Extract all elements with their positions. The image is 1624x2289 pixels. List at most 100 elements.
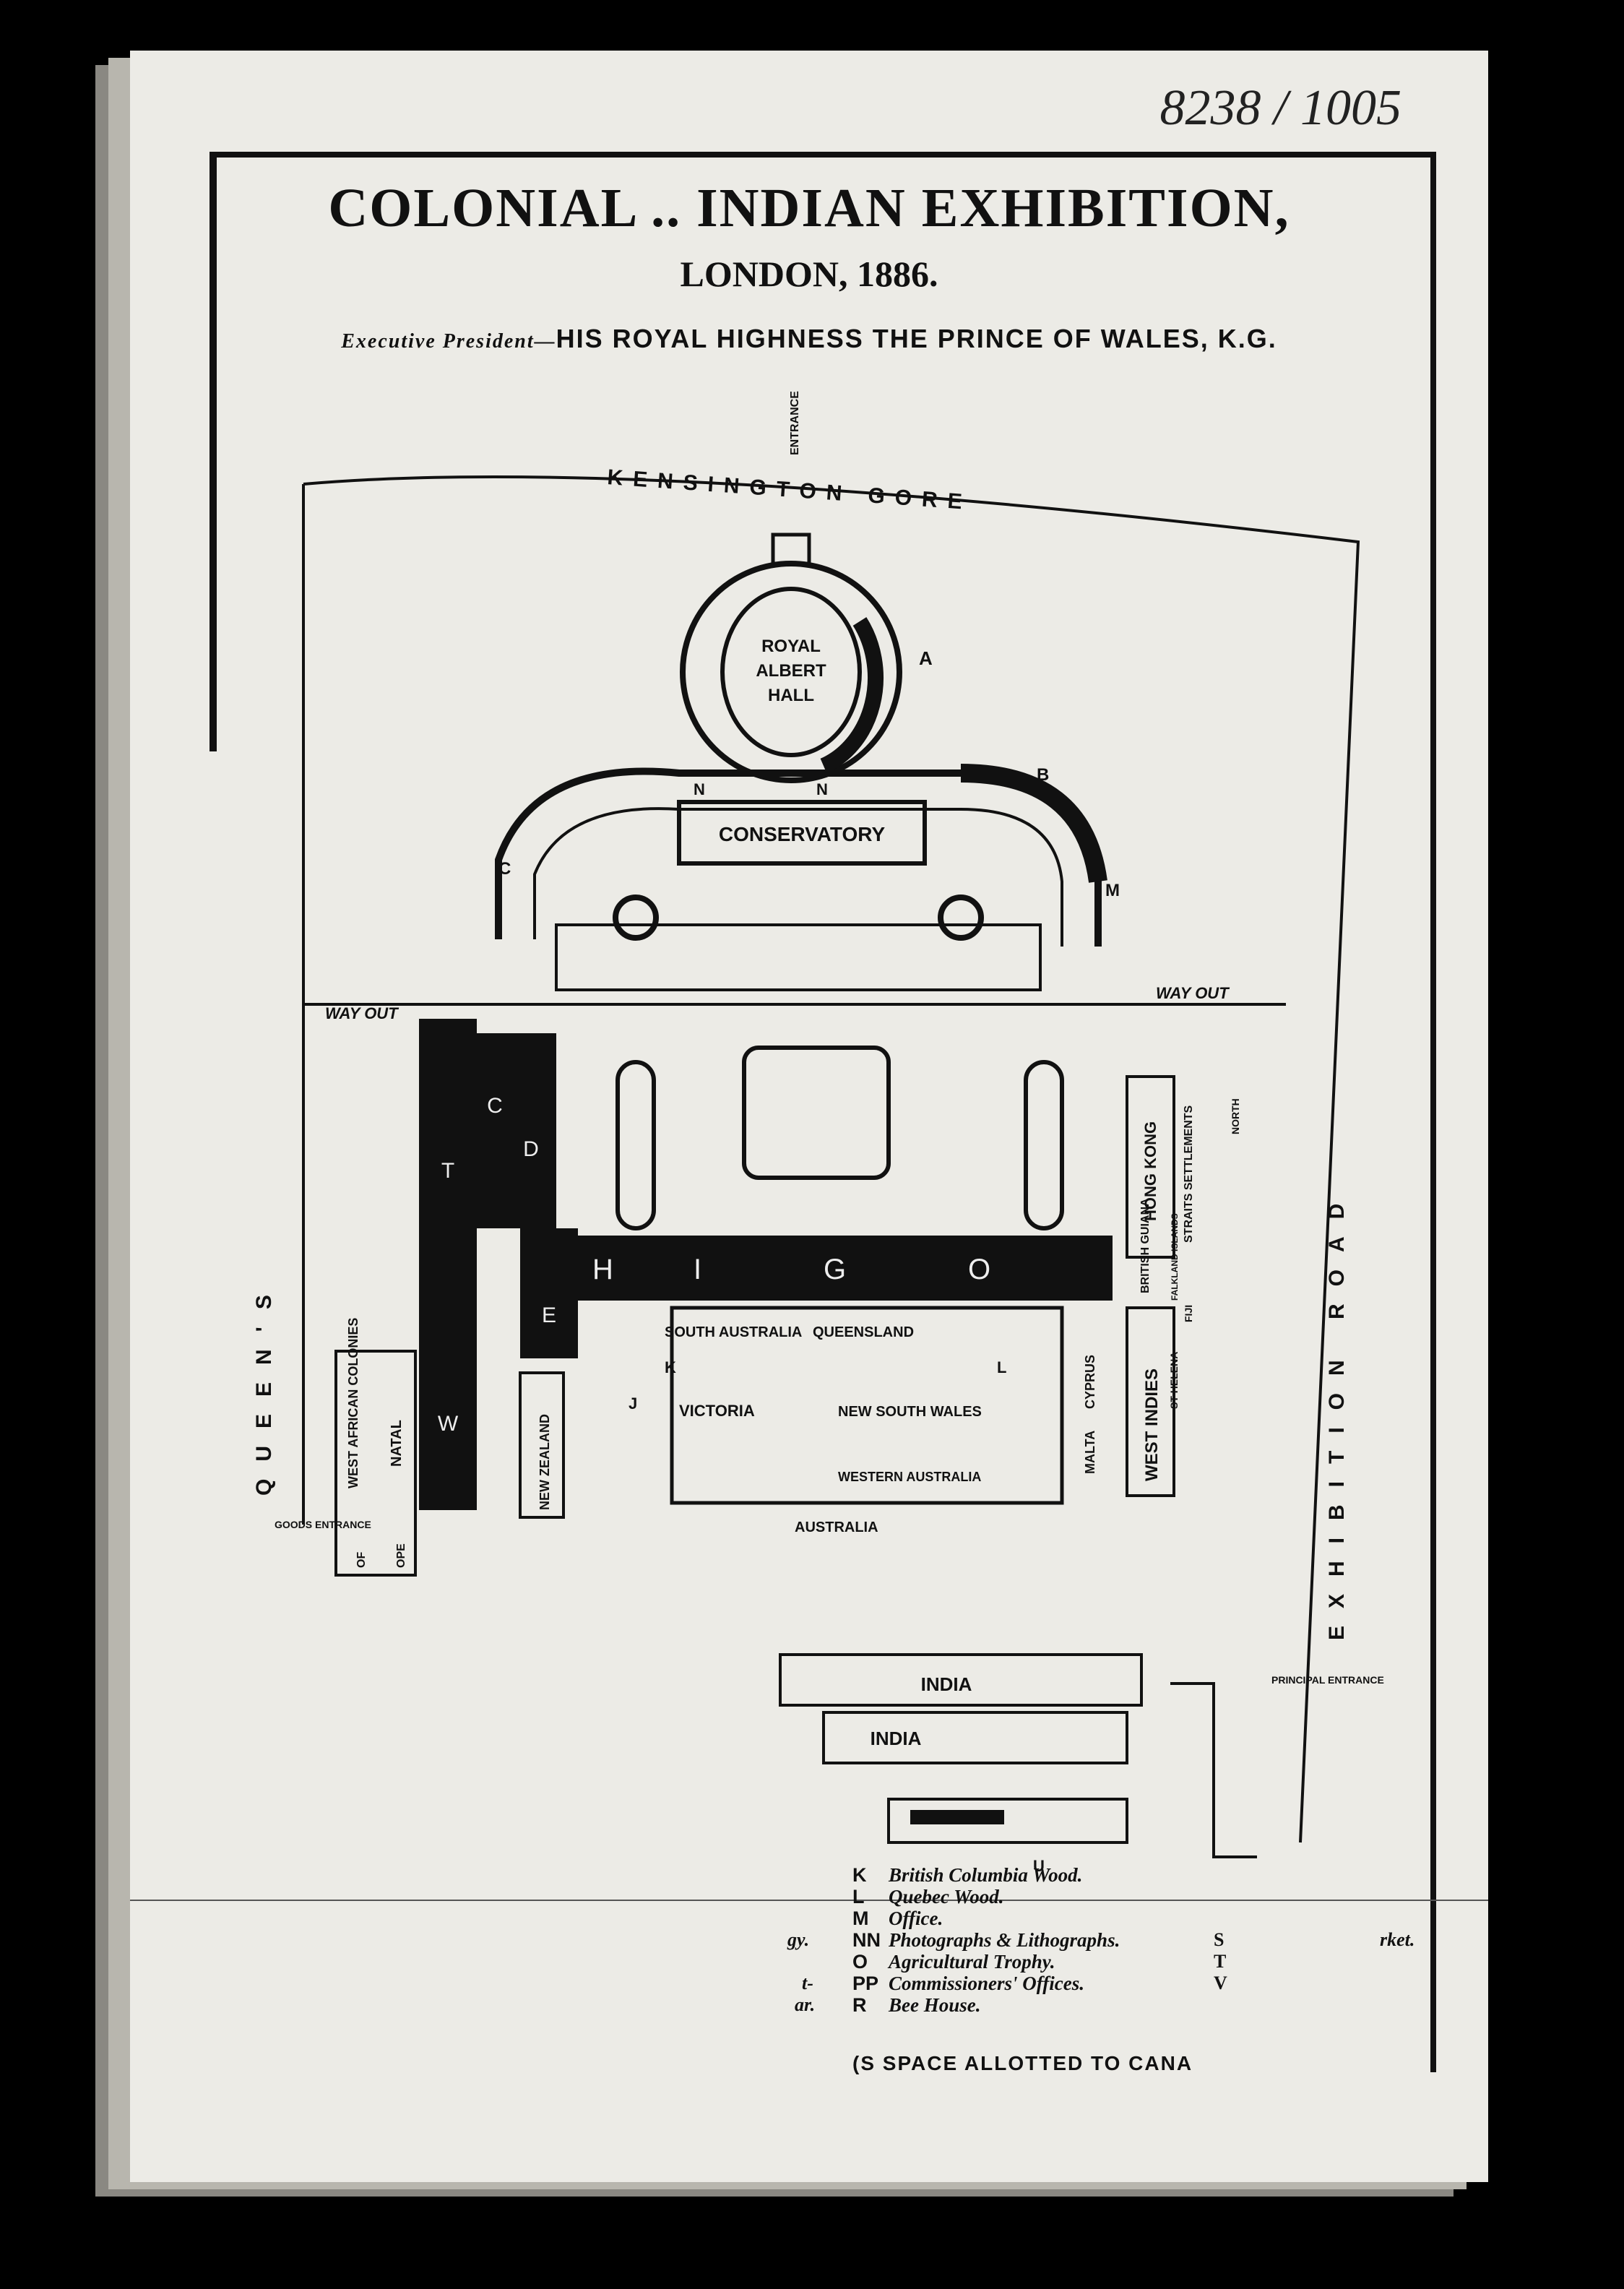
of-label: OF bbox=[355, 1552, 368, 1568]
india-label-2: INDIA bbox=[871, 1728, 922, 1749]
north-label: NORTH bbox=[1230, 1098, 1241, 1134]
marker-c-arc: C bbox=[498, 859, 511, 879]
hall-label-3: HALL bbox=[768, 686, 814, 705]
australia-label: AUSTRALIA bbox=[795, 1519, 878, 1535]
garden-terrace bbox=[555, 923, 1042, 991]
colonies-court bbox=[334, 1350, 417, 1577]
albert-hall-dark-arc bbox=[820, 617, 884, 774]
fiji-label: FIJI bbox=[1183, 1305, 1194, 1322]
nsw-label: NEW SOUTH WALES bbox=[838, 1404, 982, 1420]
albert-hall-outer bbox=[680, 561, 902, 783]
west-indies-court bbox=[1126, 1306, 1175, 1497]
south-australia-label: SOUTH AUSTRALIA bbox=[665, 1324, 802, 1340]
garden-arcade bbox=[495, 767, 1102, 947]
east-buildings bbox=[1170, 1682, 1257, 1858]
executive-president: Executive President—HIS ROYAL HIGHNESS T… bbox=[130, 324, 1488, 354]
principal-entrance-label: PRINCIPAL ENTRANCE bbox=[1271, 1674, 1384, 1686]
president-name: HIS ROYAL HIGHNESS THE PRINCE OF WALES, … bbox=[556, 324, 1277, 353]
gallery-i-label: I bbox=[694, 1254, 701, 1285]
footer-note: (S SPACE ALLOTTED TO CANA bbox=[852, 2052, 1193, 2074]
legend-fragment: t- bbox=[802, 1973, 813, 1993]
fountain-west bbox=[613, 895, 659, 941]
fountain-east bbox=[938, 895, 984, 941]
marker-n2: N bbox=[816, 780, 828, 798]
page-border-left bbox=[210, 152, 217, 751]
arcade-dark-east bbox=[960, 764, 1107, 883]
indian-annex-dark bbox=[910, 1810, 1004, 1824]
legend-fragment: gy. bbox=[787, 1929, 810, 1950]
hall-label-2: ALBERT bbox=[756, 661, 826, 681]
marker-u: U bbox=[1033, 1857, 1045, 1875]
gallery-h-i-g-o bbox=[563, 1236, 1113, 1301]
hong-kong-label: HONG KONG bbox=[1141, 1121, 1159, 1221]
way-out-left: WAY OUT bbox=[325, 1004, 399, 1022]
block-e-label: E bbox=[542, 1303, 556, 1327]
hong-kong-court bbox=[1126, 1075, 1175, 1259]
court-west bbox=[742, 1046, 891, 1180]
gallery-o-label: O bbox=[968, 1254, 990, 1285]
west-african-label: WEST AFRICAN COLONIES bbox=[346, 1318, 360, 1488]
block-c-d bbox=[477, 1033, 556, 1228]
legend-fragment: rket. bbox=[1380, 1929, 1415, 1950]
page-sheet: 8238 / 1005 COLONIAL .. INDIAN EXHIBITIO… bbox=[130, 51, 1488, 2182]
conservatory-label: CONSERVATORY bbox=[719, 823, 886, 845]
legend-fragment: S bbox=[1214, 1929, 1225, 1950]
marker-n1: N bbox=[694, 780, 705, 798]
indian-annex bbox=[887, 1798, 1128, 1844]
cape-label: OPE bbox=[395, 1543, 407, 1568]
albert-hall-inner bbox=[720, 587, 862, 757]
block-t bbox=[419, 1019, 477, 1337]
hall-entrance-block bbox=[771, 533, 811, 566]
marker-l: L bbox=[997, 1358, 1006, 1376]
natal-label: NATAL bbox=[389, 1420, 405, 1467]
entrance-label: ENTRANCE bbox=[789, 391, 801, 455]
straits-label: STRAITS SETTLEMENTS bbox=[1183, 1105, 1195, 1243]
australasia-hall bbox=[670, 1306, 1064, 1505]
legend-fragment: ar. bbox=[795, 1994, 816, 2015]
exhibition-subtitle: LONDON, 1886. bbox=[680, 254, 938, 294]
block-t-label: T bbox=[441, 1159, 454, 1183]
gallery-h-label: H bbox=[592, 1254, 613, 1285]
block-w bbox=[419, 1337, 477, 1510]
pond-east bbox=[1024, 1060, 1064, 1230]
site-plan: ROYAL ALBERT HALL A CONSERVATORY N N B C… bbox=[130, 391, 1488, 1901]
hall-label-1: ROYAL bbox=[761, 637, 821, 656]
marker-a: A bbox=[919, 647, 933, 669]
new-zealand-label: NEW ZEALAND bbox=[537, 1414, 552, 1510]
india-label-1: INDIA bbox=[921, 1673, 972, 1695]
marker-b: B bbox=[1037, 765, 1049, 785]
malta-label: MALTA bbox=[1083, 1431, 1097, 1474]
queens-label: QUEEN'S bbox=[252, 1277, 276, 1496]
page-border bbox=[210, 152, 1436, 2072]
legend-fragment: T bbox=[1214, 1951, 1227, 1972]
president-label: Executive President— bbox=[341, 330, 556, 353]
handwritten-note: 8238 / 1005 bbox=[1159, 80, 1401, 136]
falkland-label: FALKLAND ISLANDS bbox=[1170, 1213, 1180, 1301]
goods-entrance-label: GOODS ENTRANCE bbox=[275, 1519, 371, 1530]
pond-west bbox=[616, 1060, 656, 1230]
india-gallery-1 bbox=[779, 1653, 1143, 1707]
india-gallery-2 bbox=[822, 1711, 1128, 1764]
exhibition-road-label: EXHIBITION ROAD bbox=[1325, 1186, 1349, 1640]
block-d-label: D bbox=[523, 1137, 539, 1161]
victoria-label: VICTORIA bbox=[679, 1402, 755, 1420]
marker-j: J bbox=[629, 1394, 637, 1413]
new-zealand-court bbox=[519, 1371, 565, 1519]
marker-m: M bbox=[1105, 881, 1120, 900]
cyprus-label: CYPRUS bbox=[1083, 1355, 1097, 1409]
block-c-label: C bbox=[487, 1094, 503, 1118]
gallery-g-label: G bbox=[824, 1254, 846, 1285]
conservatory bbox=[677, 800, 927, 866]
legend-fragment: V bbox=[1214, 1973, 1227, 1993]
block-w-label: W bbox=[438, 1412, 459, 1436]
exhibition-title: COLONIAL .. INDIAN EXHIBITION, bbox=[328, 178, 1290, 238]
british-guiana-label: BRITISH GUIANA bbox=[1139, 1198, 1152, 1293]
western-australia-label: WESTERN AUSTRALIA bbox=[838, 1470, 981, 1484]
kensington-gore-label: KENSINGTON GORE bbox=[607, 465, 973, 514]
